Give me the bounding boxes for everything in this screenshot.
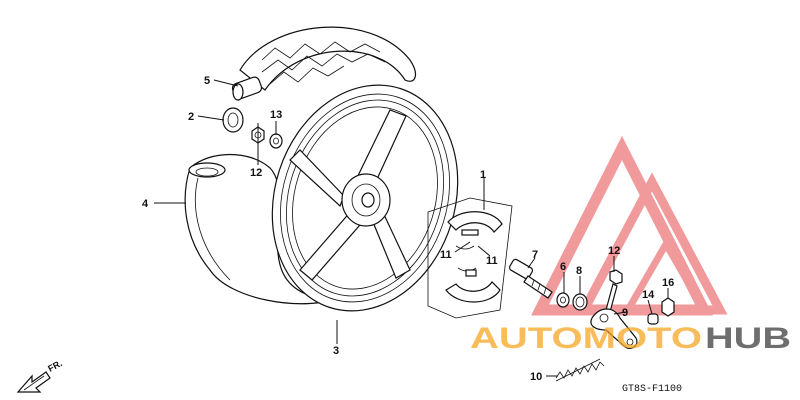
brake-shoe-set [427,197,513,319]
callout-4: 4 [142,198,149,210]
rear-wheel [271,84,459,312]
watermark-logo [531,135,728,316]
callout-6: 6 [560,261,566,273]
watermark-text: AUTOMOTO HUB [470,322,791,355]
o-ring [572,293,588,311]
callout-13: 12 [250,167,262,179]
callout-7: 7 [532,249,538,261]
callout-1: 1 [480,169,486,181]
return-spring [555,358,605,382]
callout-3: 3 [333,345,339,357]
brake-arm [590,308,638,350]
callout-15: 14 [642,289,655,301]
brake-cam [508,258,553,299]
watermark-word-hub: HUB [705,322,791,355]
callout-11-right: 11 [486,255,498,267]
joint-pin [647,313,659,325]
callout-16: 16 [662,277,674,289]
watermark-word-automoto: AUTOMOTO [470,322,702,355]
callout-labels: 5 2 13 12 4 3 1 11 11 7 6 8 12 16 14 9 1… [142,75,674,383]
callout-12: 12 [608,245,620,257]
callout-5: 5 [204,75,210,87]
figure-code: GT8S-F1100 [622,384,682,395]
callout-11-left: 11 [440,249,452,261]
cam-washer [556,292,570,308]
callout-10: 10 [530,371,542,383]
callout-8: 8 [576,265,582,277]
arm-nut [661,297,675,317]
callout-2: 2 [188,111,194,123]
callout-9: 9 [622,307,628,319]
direction-label: FR. [46,358,63,374]
inner-tube [231,26,417,101]
valve-washer [269,133,283,149]
leader-lines [154,79,669,377]
callout-14: 13 [270,109,282,121]
rim-band [222,107,244,133]
front-direction-arrow: FR. [16,358,64,393]
